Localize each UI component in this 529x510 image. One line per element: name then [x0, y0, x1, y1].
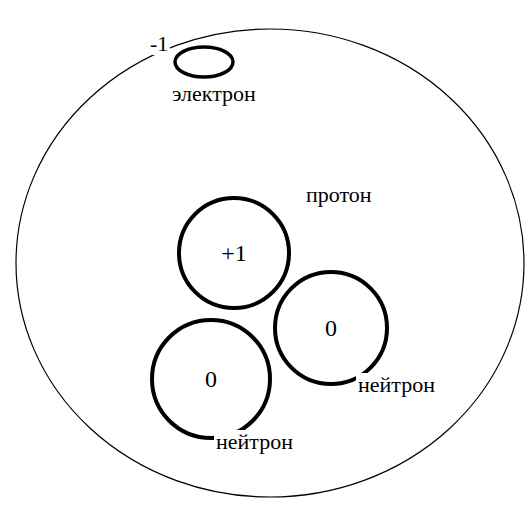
charge-number: +1: [221, 241, 247, 265]
particle-name: протон: [304, 183, 374, 206]
neutron-circle: 0: [273, 270, 389, 386]
circle-border: [179, 198, 289, 308]
particle-name: нейтрон: [356, 373, 437, 396]
particle-name: электрон: [170, 82, 258, 105]
particle-name: нейтрон: [214, 430, 295, 453]
circle-border: [152, 320, 270, 438]
charge-number: 0: [205, 367, 217, 391]
charge-number: 0: [325, 316, 337, 340]
proton-circle: +1: [177, 196, 291, 310]
electron-orbit: [16, 29, 524, 497]
electron-symbol: [175, 47, 233, 77]
charge-number: -1: [148, 32, 170, 55]
circle-border: [275, 272, 387, 384]
neutron-circle: 0: [150, 318, 272, 440]
